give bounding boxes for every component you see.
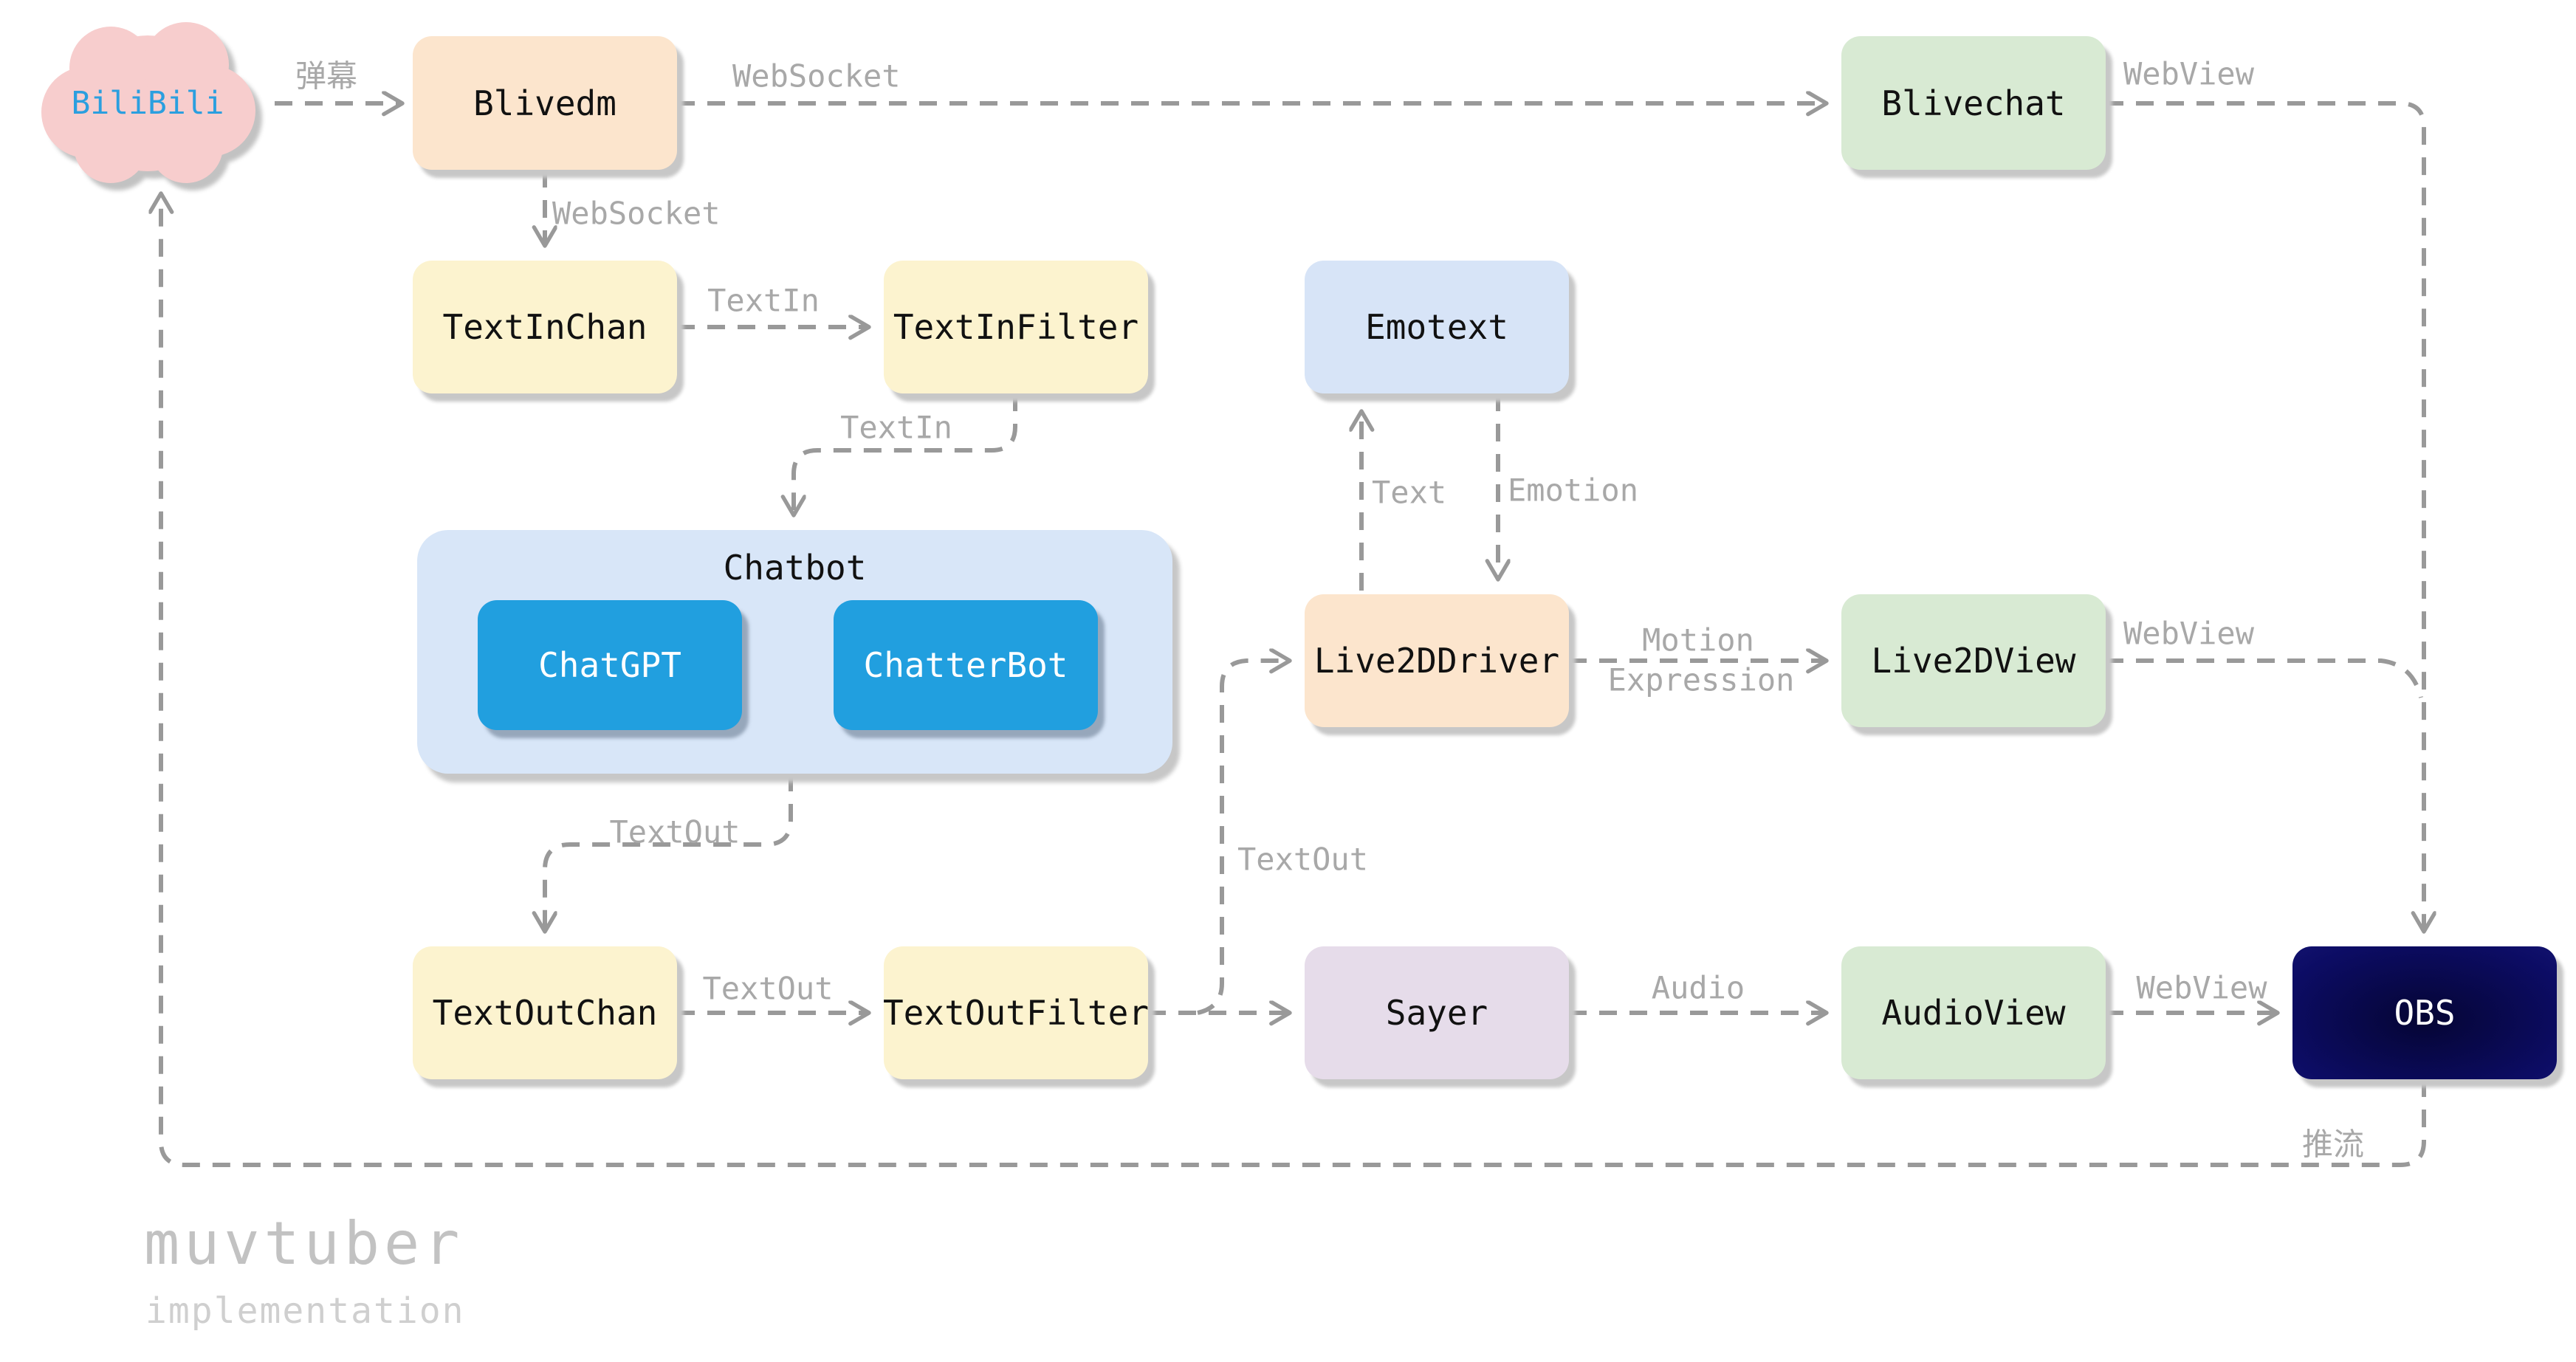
node-live2ddriver: Live2DDriver <box>1305 594 1569 727</box>
node-blivedm-label: Blivedm <box>473 83 616 123</box>
edge-textin-bend-to-chatbot <box>794 393 1017 515</box>
node-blivedm: Blivedm <box>413 36 677 170</box>
node-chatgpt-label: ChatGPT <box>538 645 681 685</box>
edge-label-textin-bend: TextIn <box>840 409 952 446</box>
node-sayer: Sayer <box>1305 946 1569 1079</box>
footer-subtitle: implementation <box>145 1290 465 1332</box>
node-sayer-label: Sayer <box>1385 993 1488 1033</box>
node-textoutchan: TextOutChan <box>413 946 677 1079</box>
group-chatbot-title: Chatbot <box>723 548 867 588</box>
node-textoutchan-label: TextOutChan <box>432 993 658 1033</box>
edge-label-webview-blivechat: WebView <box>2123 55 2255 92</box>
node-textinfilter-label: TextInFilter <box>893 307 1139 347</box>
edge-label-textout-row: TextOut <box>702 970 834 1007</box>
node-audioview: AudioView <box>1841 946 2106 1079</box>
node-chatgpt: ChatGPT <box>478 600 742 730</box>
edge-label-textout-chatbot: TextOut <box>609 814 741 850</box>
node-blivechat-label: Blivechat <box>1881 83 2066 123</box>
edge-label-websocket-down: WebSocket <box>552 195 721 232</box>
edge-push-stream-return <box>161 193 2426 1167</box>
node-live2dview: Live2DView <box>1841 594 2106 727</box>
node-textoutfilter: TextOutFilter <box>882 946 1150 1079</box>
edge-textout-branch-to-live2ddriver <box>1197 661 1290 1015</box>
node-textoutfilter-label: TextOutFilter <box>882 993 1150 1033</box>
edge-label-webview-live2d: WebView <box>2123 615 2255 652</box>
edge-webview-live2dview-merge <box>2106 658 2423 698</box>
edge-label-danmaku: 弹幕 <box>295 58 358 94</box>
node-live2ddriver-label: Live2DDriver <box>1313 641 1560 681</box>
node-blivechat: Blivechat <box>1841 36 2106 170</box>
edge-label-expression: Expression <box>1607 661 1795 698</box>
edge-label-textout-branch: TextOut <box>1237 841 1369 878</box>
edge-label-motion: Motion <box>1642 622 1754 658</box>
node-chatterbot-label: ChatterBot <box>863 645 1068 685</box>
node-textinfilter: TextInFilter <box>884 261 1148 393</box>
bilibili-cloud-shape <box>41 22 255 183</box>
edge-label-websocket-top: WebSocket <box>732 58 901 94</box>
edge-label-emotion: Emotion <box>1508 472 1639 509</box>
edge-label-webview-audio: WebView <box>2136 969 2267 1006</box>
node-textinchan-label: TextInChan <box>442 307 648 347</box>
edge-label-audio: Audio <box>1651 969 1745 1006</box>
node-emotext-label: Emotext <box>1365 307 1508 347</box>
node-bilibili: BiliBili <box>71 85 224 122</box>
edge-chatbot-to-textoutchan <box>545 774 793 932</box>
node-chatterbot: ChatterBot <box>834 600 1098 730</box>
node-textinchan: TextInChan <box>413 261 677 393</box>
node-live2dview-label: Live2DView <box>1871 641 2076 681</box>
node-emotext: Emotext <box>1305 261 1569 393</box>
node-obs: OBS <box>2292 946 2557 1079</box>
edge-label-push-stream: 推流 <box>2301 1126 2365 1163</box>
footer-title: muvtuber <box>144 1209 464 1278</box>
edge-label-textin-row: TextIn <box>707 282 820 319</box>
node-obs-label: OBS <box>2394 993 2456 1033</box>
edge-label-text: Text <box>1372 474 1447 511</box>
node-audioview-label: AudioView <box>1881 993 2066 1033</box>
edge-webview-blivechat-to-obs <box>2106 101 2424 932</box>
